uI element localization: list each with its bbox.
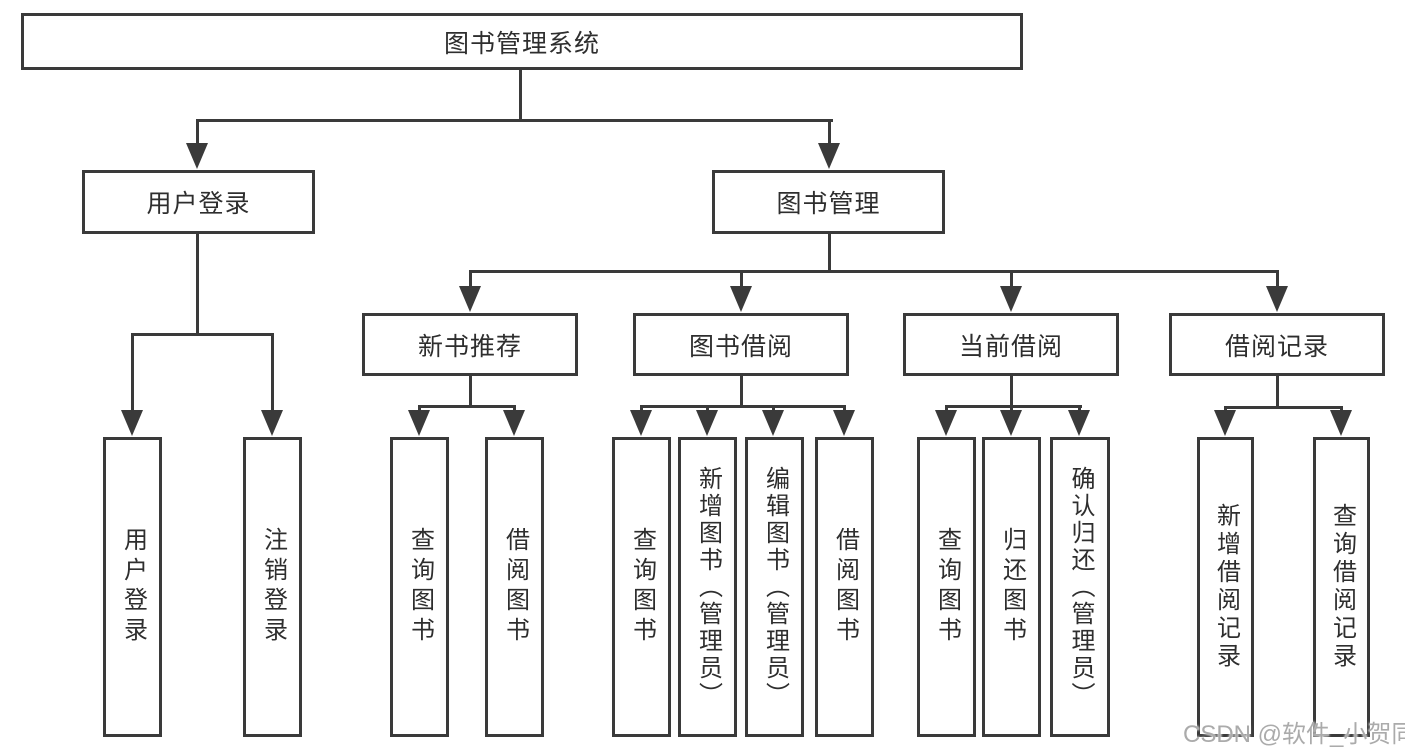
connector-user-login-stem — [196, 120, 199, 146]
node-library-management-system: 图书管理系统 — [21, 13, 1023, 70]
connector-leaf-stem — [1010, 406, 1013, 412]
node-book-management: 图书管理 — [712, 170, 945, 234]
leaf-query-book: 查询图书 — [612, 437, 671, 737]
connector-leaf-stem — [945, 406, 948, 412]
connector-group-stem — [740, 272, 743, 288]
connector-leaf-stem — [843, 406, 846, 412]
connector-group4-rail — [1224, 406, 1343, 409]
arrow-down-icon — [408, 410, 430, 436]
connector-group-stem — [1276, 272, 1279, 288]
leaf-user-login: 用户登录 — [103, 437, 162, 737]
arrow-down-icon — [1266, 286, 1288, 312]
leaf-confirm-return-admin: 确认归还（管理员） — [1050, 437, 1110, 737]
leaf-query-book: 查询图书 — [917, 437, 976, 737]
leaf-logout: 注销登录 — [243, 437, 302, 737]
connector-group-stem — [469, 272, 472, 288]
connector-group3-rail — [945, 405, 1082, 408]
node-label: 借阅记录 — [1224, 332, 1329, 361]
node-current-borrow: 当前借阅 — [903, 313, 1119, 376]
leaf-label: 借阅图书 — [501, 527, 529, 647]
arrow-down-icon — [762, 410, 784, 436]
node-new-book-recommend: 新书推荐 — [362, 313, 578, 376]
leaf-label: 借阅图书 — [831, 527, 859, 647]
arrow-down-icon — [503, 410, 525, 436]
connector-leaf-stem — [1340, 407, 1343, 412]
arrow-down-icon — [459, 286, 481, 312]
leaf-label: 归还图书 — [998, 527, 1026, 647]
leaf-query-borrow-record: 查询借阅记录 — [1313, 437, 1370, 737]
leaf-label: 查询借阅记录 — [1328, 503, 1356, 671]
leaf-label: 查询图书 — [628, 527, 656, 647]
arrow-down-icon — [696, 410, 718, 436]
watermark: CSDN @软件_小贺同学 — [1183, 721, 1405, 747]
arrow-down-icon — [1000, 286, 1022, 312]
leaf-edit-book-admin: 编辑图书（管理员） — [745, 437, 804, 737]
node-label: 用户登录 — [146, 190, 251, 218]
node-user-login: 用户登录 — [82, 170, 315, 234]
leaf-label: 查询图书 — [406, 527, 434, 647]
node-label: 图书借阅 — [688, 332, 793, 361]
connector-group1-rail — [418, 405, 516, 408]
arrow-down-icon — [730, 286, 752, 312]
connector-leaf-stem — [706, 406, 709, 412]
connector-group3-down — [1010, 375, 1013, 407]
arrow-down-icon — [1068, 410, 1090, 436]
arrow-down-icon — [833, 410, 855, 436]
connector-leaf-stem — [131, 334, 134, 412]
connector-level3-rail — [469, 270, 1279, 273]
connector-group-stem — [1010, 272, 1013, 288]
leaf-query-book: 查询图书 — [390, 437, 449, 737]
connector-leaf-stem — [513, 406, 516, 412]
leaf-add-book-admin: 新增图书（管理员） — [678, 437, 737, 737]
leaf-label: 查询图书 — [933, 527, 961, 647]
node-label: 图书管理 — [776, 190, 881, 218]
arrow-down-icon — [935, 410, 957, 436]
arrow-down-icon — [1330, 410, 1352, 436]
connector-group4-down — [1276, 375, 1279, 408]
connector-book-mgmt-stem — [828, 120, 831, 146]
node-borrow-records: 借阅记录 — [1169, 313, 1385, 376]
connector-user-login-down — [196, 233, 199, 335]
leaf-label: 新增图书（管理员） — [694, 465, 722, 709]
leaf-label: 编辑图书（管理员） — [761, 465, 789, 709]
arrow-down-icon — [186, 143, 208, 169]
connector-leaf-stem — [772, 406, 775, 412]
connector-leaf-stem — [418, 406, 421, 412]
leaf-label: 注销登录 — [259, 527, 287, 647]
arrow-down-icon — [1214, 410, 1236, 436]
arrow-down-icon — [1000, 410, 1022, 436]
connector-level2-rail — [196, 119, 833, 122]
leaf-return-book: 归还图书 — [982, 437, 1041, 737]
node-label: 图书管理系统 — [443, 29, 600, 58]
connector-group1-down — [469, 375, 472, 407]
connector-group2-down — [740, 375, 743, 407]
arrow-down-icon — [630, 410, 652, 436]
leaf-borrow-book: 借阅图书 — [815, 437, 874, 737]
leaf-label: 确认归还（管理员） — [1067, 465, 1094, 709]
connector-leaf-stem — [1078, 406, 1081, 412]
node-label: 当前借阅 — [958, 332, 1063, 361]
arrow-down-icon — [121, 410, 143, 436]
connector-root-stem — [519, 69, 522, 121]
connector-leaf-stem — [271, 334, 274, 412]
leaf-add-borrow-record: 新增借阅记录 — [1197, 437, 1254, 737]
connector-group2-rail — [640, 405, 846, 408]
connector-leaf-stem — [1224, 407, 1227, 412]
arrow-down-icon — [818, 143, 840, 169]
connector-leaf-stem — [640, 406, 643, 412]
node-label: 新书推荐 — [417, 332, 522, 361]
connector-book-mgmt-down — [828, 233, 831, 272]
leaf-borrow-book: 借阅图书 — [485, 437, 544, 737]
arrow-down-icon — [261, 410, 283, 436]
leaf-label: 用户登录 — [119, 527, 147, 647]
leaf-label: 新增借阅记录 — [1212, 503, 1240, 671]
connector-user-login-rail — [131, 333, 274, 336]
node-book-borrow: 图书借阅 — [633, 313, 849, 376]
